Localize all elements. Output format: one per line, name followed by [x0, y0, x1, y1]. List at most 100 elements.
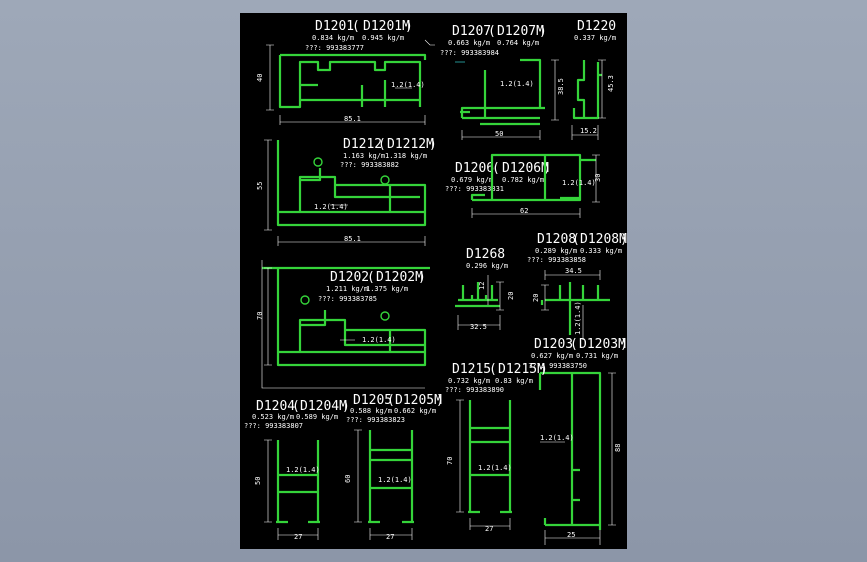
dim-width: 27	[294, 533, 302, 541]
profile-title: D1206	[455, 161, 494, 176]
svg-text:): )	[539, 24, 547, 39]
svg-text:(: (	[488, 24, 496, 39]
dim-height: 45.3	[607, 75, 615, 92]
svg-text:(: (	[367, 270, 375, 285]
weight-standard: 0.289 kg/m	[535, 247, 577, 255]
thickness-note: 1.2(1.4)	[391, 81, 425, 89]
svg-text:(: (	[570, 337, 578, 352]
profile-title: D1215	[452, 362, 491, 377]
profile-shape	[278, 53, 427, 109]
dim-height: 30	[594, 174, 602, 182]
profile-title-m: D1207M	[497, 24, 544, 39]
profile-d1208: D1208 ( D1208M ) 0.289 kg/m 0.333 kg/m ?…	[527, 232, 628, 340]
thickness-note: 1.2(1.4)	[362, 336, 396, 344]
weight-standard: 0.296 kg/m	[466, 262, 508, 270]
profile-d1202: D1202 ( D1202M ) 1.211 kg/m 1.375 kg/m ?…	[256, 260, 430, 389]
profile-d1215: D1215 ( D1215M ) 0.732 kg/m 0.83 kg/m ??…	[445, 362, 548, 533]
profile-shape	[460, 58, 545, 126]
part-code: ???: 993383890	[445, 386, 504, 394]
dim-height: 50	[254, 477, 262, 485]
thickness-note: 1.2(1.4)	[574, 301, 582, 335]
weight-m: 1.318 kg/m	[385, 152, 427, 160]
svg-text:): )	[418, 270, 426, 285]
profile-title: D1207	[452, 24, 491, 39]
profile-title: D1212	[343, 137, 382, 152]
profile-shape	[262, 266, 430, 367]
profile-d1206: D1206 ( D1206M ) 0.679 kg/m 0.782 kg/m ?…	[445, 153, 602, 218]
profile-title-m: D1201M	[363, 19, 410, 34]
svg-text:): )	[429, 137, 437, 152]
svg-text:): )	[543, 161, 551, 176]
part-code: ???: 993383984	[440, 49, 499, 57]
weight-m: 0.589 kg/m	[296, 413, 338, 421]
weight-standard: 0.627 kg/m	[531, 352, 573, 360]
dim-width: 34.5	[565, 267, 582, 275]
profile-d1207: D1207 ( D1207M ) 0.663 kg/m 0.764 kg/m ?…	[440, 24, 565, 140]
drawing-sheet	[240, 13, 627, 549]
profile-title-m: D1208M	[580, 232, 627, 247]
dim-width: 27	[485, 525, 493, 533]
profile-shape	[276, 140, 427, 227]
dim-height: 38.5	[557, 78, 565, 95]
thickness-note: 1.2(1.4)	[540, 434, 574, 442]
svg-text:): )	[540, 362, 548, 377]
part-code: ???: 993383831	[445, 185, 504, 193]
profile-title: D1220	[577, 19, 616, 34]
thickness-note: 1.2(1.4)	[500, 80, 534, 88]
profile-shape	[470, 153, 596, 202]
profile-d1268: D1268 0.296 kg/m 32.5 20 12	[455, 247, 515, 331]
dim-height: 60	[344, 475, 352, 483]
svg-text:): )	[620, 337, 628, 352]
profile-d1201: D1201 ( D1201M ) 0.834 kg/m 0.945 kg/m ?…	[256, 19, 435, 125]
part-code: ???: 993383777	[305, 44, 364, 52]
weight-m: 0.945 kg/m	[362, 34, 404, 42]
profile-title: D1204	[256, 399, 295, 414]
thickness-note: 1.2(1.4)	[562, 179, 596, 187]
profile-title: D1201	[315, 19, 354, 34]
svg-text:(: (	[387, 393, 395, 408]
profile-title-m: D1202M	[376, 270, 423, 285]
dim-width: 32.5	[470, 323, 487, 331]
dim-width: 25	[567, 531, 575, 539]
profile-d1212: D1212 ( D1212M ) 1.163 kg/m 1.318 kg/m ?…	[256, 137, 437, 246]
weight-m: 0.83 kg/m	[495, 377, 533, 385]
part-code: ???: 993383823	[346, 416, 405, 424]
svg-text:(: (	[492, 161, 500, 176]
dim-width: 27	[386, 533, 394, 541]
weight-standard: 0.834 kg/m	[312, 34, 354, 42]
weight-standard: 0.679 kg/m	[451, 176, 493, 184]
thickness-note: 1.2(1.4)	[478, 464, 512, 472]
dim-width: 15.2	[580, 127, 597, 135]
profile-title: D1208	[537, 232, 576, 247]
svg-text:(: (	[352, 19, 360, 34]
weight-standard: 0.663 kg/m	[448, 39, 490, 47]
dim-width: 85.1	[344, 115, 361, 123]
dim-height: 70	[446, 457, 454, 465]
dim-width: 85.1	[344, 235, 361, 243]
part-code: ???: 993383858	[527, 256, 586, 264]
weight-standard: 0.337 kg/m	[574, 34, 616, 42]
svg-text:(: (	[489, 362, 497, 377]
profile-shape	[538, 371, 602, 530]
thickness-note: 1.2(1.4)	[378, 476, 412, 484]
dim-height: 88	[614, 444, 622, 452]
weight-m: 0.764 kg/m	[497, 39, 539, 47]
profile-title-m: D1205M	[395, 393, 442, 408]
profile-shape	[540, 282, 610, 335]
profile-title-m: D1204M	[300, 399, 347, 414]
dim-height: 20	[507, 292, 515, 300]
profile-title-m: D1206M	[502, 161, 549, 176]
part-code: ???: 993383882	[340, 161, 399, 169]
weight-m: 1.375 kg/m	[366, 285, 408, 293]
weight-m: 0.782 kg/m	[502, 176, 544, 184]
profile-shape	[455, 282, 500, 308]
profile-shape	[572, 60, 602, 120]
profile-shape	[368, 430, 414, 524]
profile-title-m: D1203M	[579, 337, 626, 352]
profile-title-m: D1212M	[387, 137, 434, 152]
dim-width: 62	[520, 207, 528, 215]
dim-height-secondary: 12	[478, 282, 486, 290]
profile-d1205: D1205 ( D1205M ) 0.588 kg/m 0.662 kg/m ?…	[344, 393, 444, 541]
svg-text:(: (	[292, 399, 300, 414]
